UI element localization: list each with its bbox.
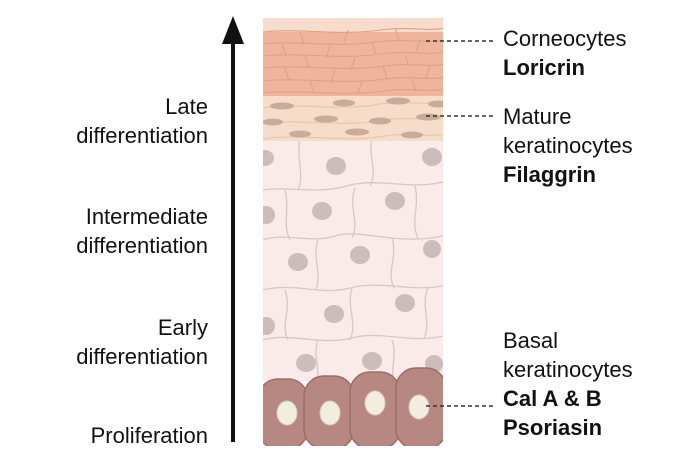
cell-name: keratinocytes — [503, 357, 633, 382]
stage-label-proliferation: Proliferation — [90, 423, 208, 448]
cell-label-mature-keratinocytes: Mature keratinocytes Filaggrin — [503, 102, 633, 189]
marker-loricrin: Loricrin — [503, 55, 585, 80]
differentiation-arrow-head — [222, 16, 244, 44]
granular-nuclei — [263, 97, 443, 139]
cell-name: keratinocytes — [503, 133, 633, 158]
cell-name: Basal — [503, 328, 559, 353]
stage-label-intermediate: Intermediate differentiation — [76, 204, 208, 258]
epidermis-layers — [263, 18, 443, 446]
cell-name: Corneocytes — [503, 26, 627, 51]
stage-label-late: Late differentiation — [76, 94, 208, 148]
stage-label-early: Early differentiation — [76, 315, 208, 369]
basal-nuclei — [276, 390, 430, 426]
cell-name: Mature — [503, 104, 572, 129]
marker-psoriasin: Psoriasin — [503, 415, 603, 440]
cell-label-basal-keratinocytes: Basal keratinocytes Cal A & B Psoriasin — [503, 326, 633, 442]
marker-cal-a-b: Cal A & B — [503, 386, 602, 411]
marker-filaggrin: Filaggrin — [503, 162, 596, 187]
cell-label-corneocytes: Corneocytes Loricrin — [503, 24, 627, 82]
spinous-nuclei — [263, 148, 443, 373]
cornified-top-flakes — [263, 18, 443, 32]
